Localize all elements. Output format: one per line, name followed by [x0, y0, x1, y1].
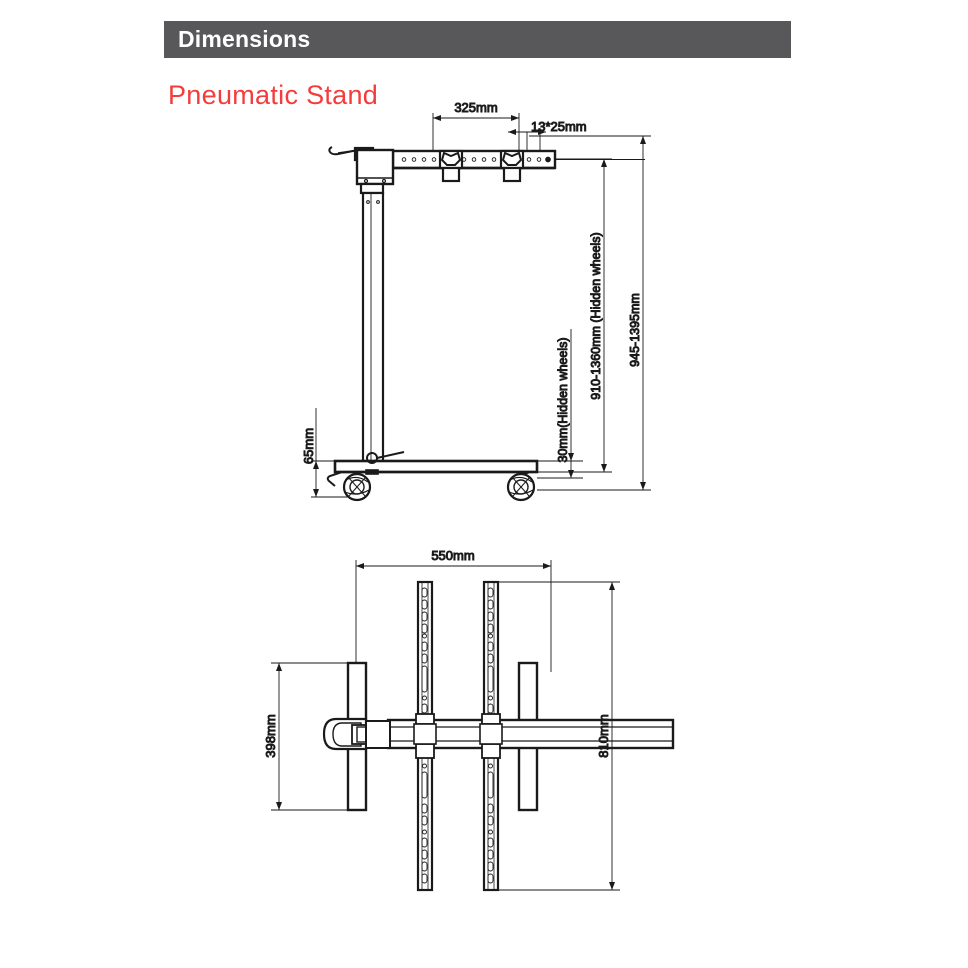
section-header-bar: Dimensions: [164, 21, 791, 58]
plan-rail-clamp-right: [479, 713, 503, 759]
plan-pneumatic-head: [322, 717, 391, 751]
dimension-65mm: [311, 408, 348, 498]
dimension-label-30mm: 30mm(Hidden wheels): [556, 337, 570, 462]
product-title: Pneumatic Stand: [168, 80, 379, 110]
dimension-398mm: [271, 662, 352, 811]
pneumatic-head-assembly: [328, 146, 395, 195]
dimension-label-550mm: 550mm: [431, 548, 474, 563]
rail-clamp-right: [499, 149, 525, 183]
dimension-945-1395mm: [537, 135, 651, 491]
page-title: Dimensions: [178, 26, 311, 52]
dimension-label-65mm: 65mm: [301, 428, 316, 464]
side-elevation-view: 325mm 13*25mm: [301, 100, 651, 502]
dimension-30mm-hidden-wheels: [537, 329, 583, 479]
caster-wheel-left: [326, 471, 372, 502]
dimension-label-945-1395mm: 945-1395mm: [628, 293, 642, 367]
dimension-label-13x25mm: 13*25mm: [531, 119, 587, 134]
caster-wheel-right: [506, 471, 536, 502]
rail-clamp-left: [438, 149, 464, 183]
plan-rail-clamp-left: [413, 713, 437, 759]
dimension-label-910-1360mm: 910-1360mm (Hidden wheels): [589, 232, 603, 399]
plan-top-view: 550mm: [0, 520, 968, 968]
dimension-910-1360mm: [537, 158, 612, 473]
dimension-label-810mm: 810mm: [596, 714, 611, 757]
wheel-base: [333, 451, 539, 475]
pneumatic-column: [361, 191, 385, 463]
dimension-810mm: [498, 581, 620, 891]
dimension-label-398mm: 398mm: [263, 714, 278, 757]
dimension-label-325mm: 325mm: [454, 100, 497, 115]
